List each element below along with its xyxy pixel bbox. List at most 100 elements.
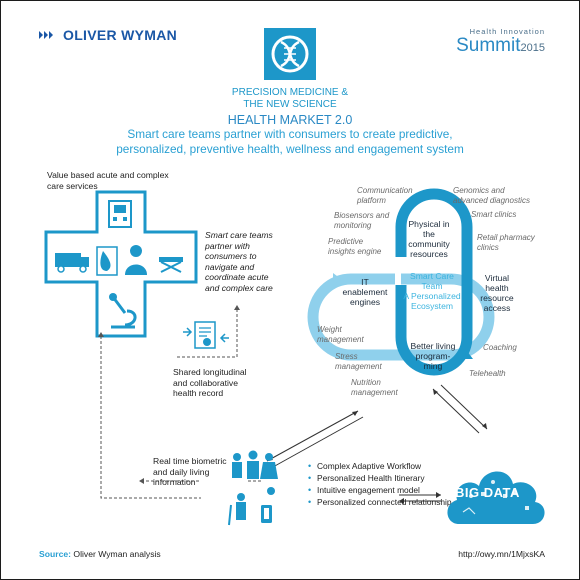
doctor-icon xyxy=(125,245,147,275)
subtitle: Smart care teams partner with consumers … xyxy=(61,127,519,157)
event-line1: Health Innovation xyxy=(469,27,545,36)
label-line: Genomics and xyxy=(453,186,505,195)
biometric-line1: Real time biometric xyxy=(153,456,227,466)
quad-line: Physical in xyxy=(408,219,450,229)
care-services-line1: Value based acute and complex xyxy=(47,170,169,180)
label-line: management xyxy=(351,387,398,397)
biometric-line2: and daily living xyxy=(153,466,210,477)
label-line: insights engine xyxy=(328,246,382,256)
feature-item: Complex Adaptive Workflow xyxy=(308,461,457,471)
source-text: Oliver Wyman analysis xyxy=(73,549,161,559)
label-line: platform xyxy=(357,195,386,205)
label-nutrition: Nutrition management xyxy=(351,378,398,397)
feature-item: Personalized connected relationship xyxy=(308,497,457,507)
care-services-label: Value based acute and complex care servi… xyxy=(47,170,169,191)
record-line1: Shared longitudinal xyxy=(173,367,247,377)
label-line: Retail pharmacy xyxy=(477,233,535,242)
quadrant-right: Virtual health resource access xyxy=(471,273,523,313)
topic: PRECISION MEDICINE & THE NEW SCIENCE xyxy=(1,87,579,111)
page-title: HEALTH MARKET 2.0 xyxy=(227,113,353,127)
ambulance-icon xyxy=(55,253,89,273)
label-line: monitoring xyxy=(334,220,372,230)
topic-line1: PRECISION MEDICINE & xyxy=(231,87,349,98)
label-line: Biosensors and xyxy=(334,211,390,220)
source-label: Source: xyxy=(39,549,71,559)
source-url[interactable]: http://owy.mn/1MjxsKA xyxy=(458,549,545,559)
label-line: Nutrition xyxy=(351,378,381,387)
center-line: Ecosystem xyxy=(410,301,454,311)
quad-line: IT xyxy=(361,277,369,287)
source-note: Source: Oliver Wyman analysis xyxy=(39,549,161,559)
health-record-icon xyxy=(183,321,229,349)
label-telehealth: Telehealth xyxy=(469,369,506,378)
feature-list: Complex Adaptive Workflow Personalized H… xyxy=(307,461,457,509)
record-line3: health record xyxy=(173,388,224,398)
quad-line: Better living xyxy=(410,341,456,351)
quad-line: Virtual xyxy=(484,273,510,283)
quad-line: ming xyxy=(423,361,443,371)
label-line: management xyxy=(335,361,382,371)
cross-text-line: coordinate acute xyxy=(205,272,269,282)
label-line: clinics xyxy=(477,242,499,252)
wave-logo-icon xyxy=(39,31,53,39)
label-line: advanced diagnostics xyxy=(453,195,530,205)
brand: OLIVER WYMAN xyxy=(39,27,177,43)
care-services-line2: care services xyxy=(47,180,98,191)
quad-line: the xyxy=(423,229,435,239)
subtitle-line1: Smart care teams partner with consumers … xyxy=(127,127,453,141)
event-year: 2015 xyxy=(520,42,545,54)
record-line2: and collaborative xyxy=(173,377,238,388)
quadrant-bottom: Better living program- ming xyxy=(399,341,467,371)
feature-item: Personalized Health Itinerary xyxy=(308,473,457,483)
center-line: Smart Care xyxy=(410,271,454,281)
quad-line: resource xyxy=(480,293,514,303)
big-data-cloud-icon xyxy=(447,471,545,524)
medical-cross xyxy=(44,190,198,338)
quadrant-left: IT enablement engines xyxy=(335,277,395,307)
feature-item: Intuitive engagement model xyxy=(308,485,457,495)
label-line: Stress xyxy=(335,352,358,361)
biometric-line3: information xyxy=(153,477,196,487)
stretcher-icon xyxy=(159,257,183,273)
smart-care-loop xyxy=(307,188,495,376)
label-genomics: Genomics and advanced diagnostics xyxy=(453,186,530,205)
center-line: Team xyxy=(421,281,443,291)
quad-line: resources xyxy=(410,249,448,259)
quad-line: community xyxy=(408,239,450,249)
quad-line: engines xyxy=(349,297,381,307)
label-weight: Weight management xyxy=(317,325,364,344)
center-line: A Personalized xyxy=(403,291,461,301)
cross-text-line: consumers to xyxy=(205,251,257,261)
family-devices-icon xyxy=(228,450,278,526)
label-predictive: Predictive insights engine xyxy=(328,237,381,256)
label-line: Predictive xyxy=(328,237,364,246)
event-logo: Health Innovation Summit2015 xyxy=(456,27,545,56)
label-line: management xyxy=(317,334,364,344)
label-coaching: Coaching xyxy=(483,343,517,352)
cross-text-line: navigate and xyxy=(205,261,255,272)
iv-drop-icon xyxy=(96,246,118,276)
dna-helix-icon xyxy=(264,28,316,80)
label-stress: Stress management xyxy=(335,352,382,371)
quad-line: enablement xyxy=(342,287,388,297)
subtitle-line2: personalized, preventive health, wellnes… xyxy=(116,142,464,156)
label-line: Communication xyxy=(357,186,413,195)
label-retail: Retail pharmacy clinics xyxy=(477,233,535,252)
loop-center-label: Smart Care Team A Personalized Ecosystem xyxy=(397,271,467,311)
hospital-icon xyxy=(108,200,132,228)
cross-text-line: partner with xyxy=(205,240,250,251)
label-line: Weight xyxy=(317,325,342,334)
quad-line: program- xyxy=(415,351,451,361)
brand-name: OLIVER WYMAN xyxy=(63,27,178,43)
event-name: Summit xyxy=(456,35,521,56)
cross-text-line: and complex care xyxy=(205,282,273,293)
health-record-label: Shared longitudinal and collaborative he… xyxy=(173,367,247,399)
quad-line: access xyxy=(483,303,511,313)
label-communication: Communication platform xyxy=(357,186,413,205)
quad-line: health xyxy=(485,283,509,293)
label-biosensors: Biosensors and monitoring xyxy=(334,211,389,230)
big-data-label: BIG DATA xyxy=(455,485,520,500)
label-smart-clinics: Smart clinics xyxy=(471,210,517,219)
quadrant-top: Physical in the community resources xyxy=(397,219,461,259)
